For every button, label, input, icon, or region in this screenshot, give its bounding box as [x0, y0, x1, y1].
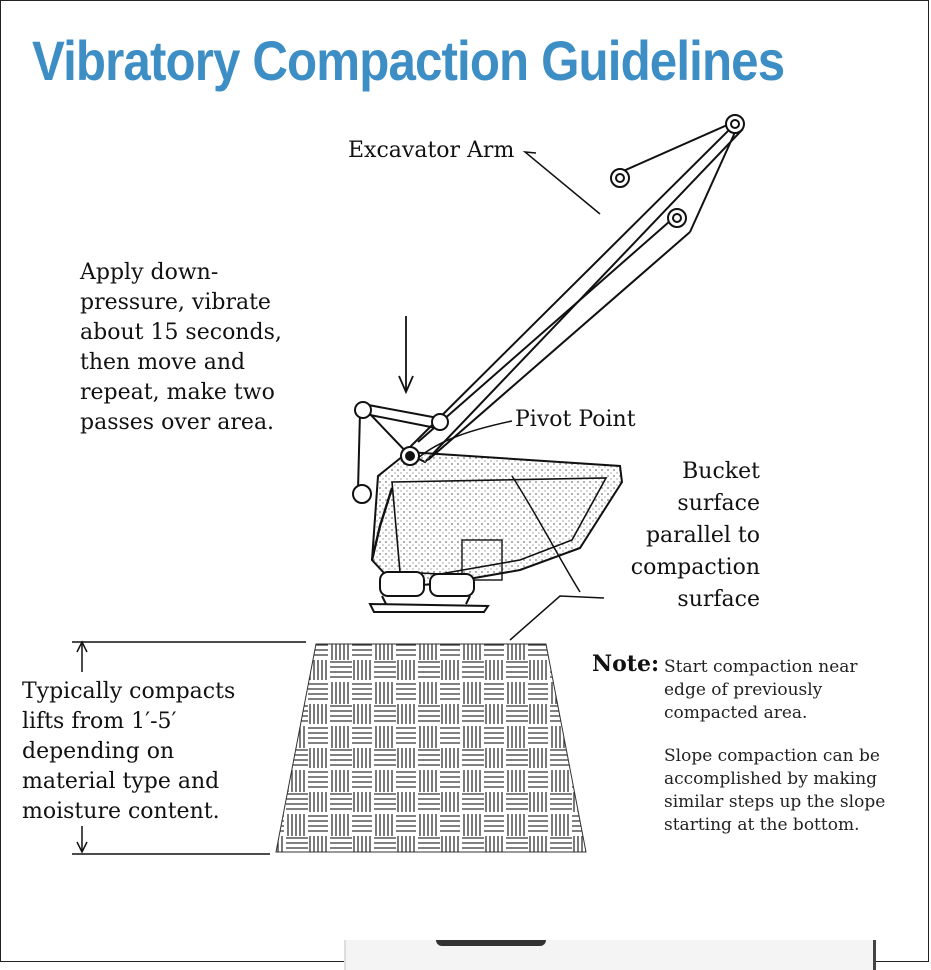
lift-line: material type and [22, 769, 220, 794]
photo-dark-shape [436, 940, 546, 946]
instruction-line: passes over area. [80, 410, 275, 435]
label-pivot-point: Pivot Point [515, 407, 636, 432]
instruction-line: repeat, make two [80, 380, 275, 405]
note-line: similar steps up the slope [664, 792, 886, 812]
page-title: Vibratory Compaction Guidelines [32, 29, 785, 92]
bucket-line: Bucket [682, 459, 760, 484]
compacted-soil [275, 643, 587, 853]
lift-description: Typically compacts lifts from 1′-5′ depe… [22, 677, 272, 827]
instruction-text: Apply down- pressure, vibrate about 15 s… [80, 258, 320, 438]
bucket-surface-label: Bucket surface parallel to compaction su… [590, 456, 760, 616]
lift-line: depending on [22, 739, 175, 764]
bucket-line: parallel to [645, 523, 760, 548]
note-paragraph-1: Start compaction near edge of previously… [664, 656, 914, 725]
note-line: compacted area. [664, 703, 808, 723]
note-heading: Note: [592, 651, 660, 677]
note-line: edge of previously [664, 680, 823, 700]
photo-thumbnail [344, 940, 876, 970]
lift-dimension [72, 640, 306, 855]
bucket-line: surface [677, 491, 760, 516]
note-line: Slope compaction can be [664, 746, 880, 766]
instruction-line: Apply down- [80, 260, 219, 285]
bucket [368, 446, 624, 613]
bucket-line: surface [677, 587, 760, 612]
instruction-line: then move and [80, 350, 246, 375]
label-excavator-arm: Excavator Arm [348, 138, 515, 163]
leader-lines [417, 151, 605, 641]
note-line: accomplished by making [664, 769, 878, 789]
lift-line: moisture content. [22, 799, 220, 824]
down-pressure-arrow [398, 316, 414, 395]
instruction-line: pressure, vibrate [80, 290, 271, 315]
lift-line: lifts from 1′-5′ [22, 709, 177, 734]
lift-line: Typically compacts [22, 679, 236, 704]
note-body: Start compaction near edge of previously… [664, 656, 914, 857]
note-paragraph-2: Slope compaction can be accomplished by … [664, 745, 914, 837]
bucket-line: compaction [630, 555, 760, 580]
note-line: Start compaction near [664, 657, 858, 677]
bucket-linkage [352, 401, 449, 504]
instruction-line: about 15 seconds, [80, 320, 282, 345]
note-line: starting at the bottom. [664, 815, 860, 835]
